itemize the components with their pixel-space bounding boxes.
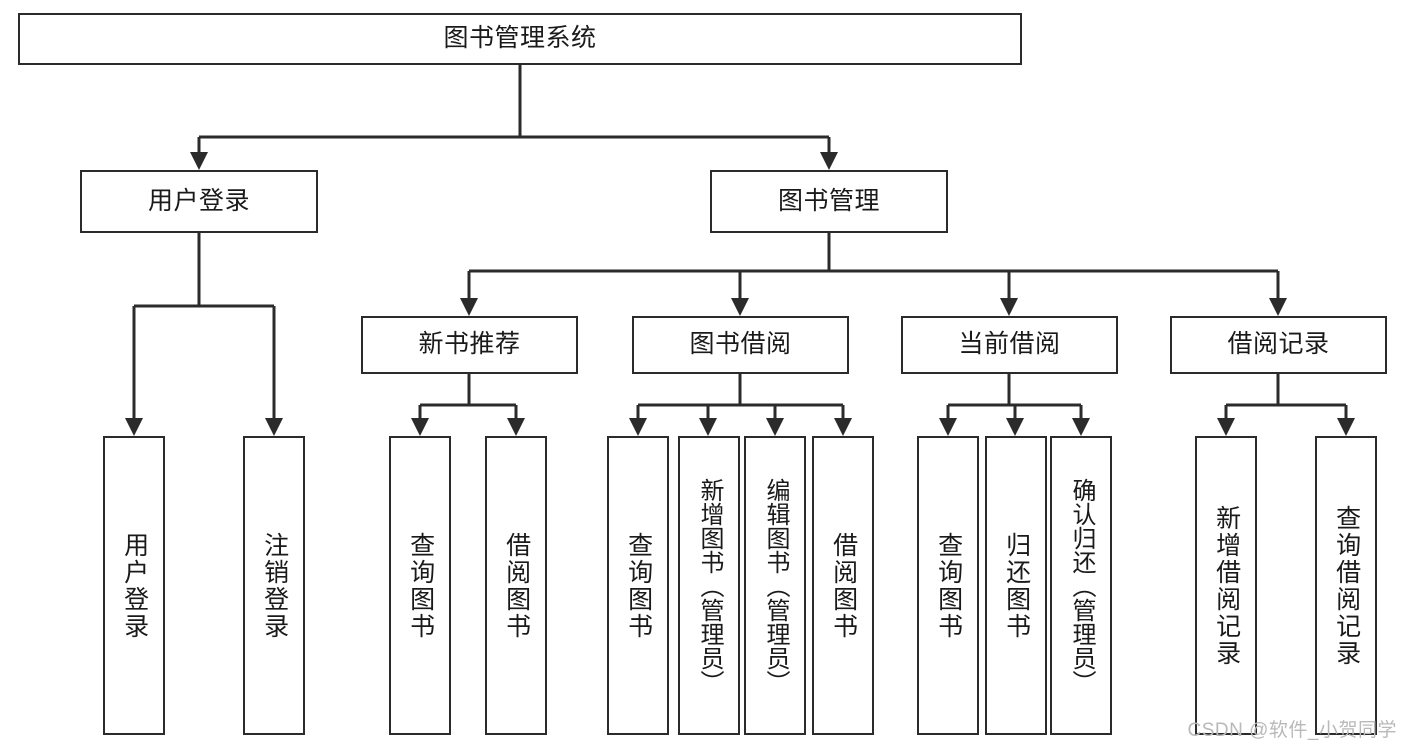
node-leaf-borrow-book[interactable]: 借阅图书 [812, 436, 874, 735]
node-leaf-edit-book-admin[interactable]: 编辑图书（管理员） [744, 436, 806, 735]
arrowhead-leaf-add-book [699, 418, 717, 436]
node-leaf-add-book-admin[interactable]: 新增图书（管理员） [678, 436, 740, 735]
arrowhead-leaf-query-record [1337, 418, 1355, 436]
node-label: 新书推荐 [418, 330, 521, 359]
node-leaf-query-book-current[interactable]: 查询图书 [917, 436, 979, 735]
node-label: 查询图书 [406, 531, 435, 640]
arrowhead-current-borrow [1000, 298, 1018, 316]
csdn-watermark: CSDN @软件_小贺同学 [1187, 720, 1397, 741]
node-label: 归还图书 [1002, 531, 1031, 640]
arrowhead-new-book-rec [460, 298, 478, 316]
node-leaf-query-borrow-record[interactable]: 查询借阅记录 [1315, 436, 1377, 735]
node-label: 新增图书（管理员） [696, 477, 723, 694]
node-root-system[interactable]: 图书管理系统 [18, 13, 1022, 65]
node-label: 用户登录 [120, 531, 149, 640]
node-label: 图书管理系统 [443, 24, 597, 53]
arrowhead-leaf-return-book [1006, 418, 1024, 436]
node-leaf-confirm-return-admin[interactable]: 确认归还（管理员） [1050, 436, 1112, 735]
arrowhead-leaf-add-record [1217, 418, 1235, 436]
node-leaf-user-logout[interactable]: 注销登录 [243, 436, 305, 735]
arrowhead-leaf-borrow-book-2 [834, 418, 852, 436]
node-label: 查询借阅记录 [1332, 504, 1361, 667]
node-leaf-borrow-book-recommend[interactable]: 借阅图书 [485, 436, 547, 735]
node-leaf-query-book-borrow[interactable]: 查询图书 [607, 436, 669, 735]
node-label: 图书管理 [777, 186, 880, 215]
node-label: 编辑图书（管理员） [762, 477, 789, 694]
node-label: 借阅图书 [502, 531, 531, 640]
arrowhead-leaf-user-login [125, 418, 143, 436]
node-label: 新增借阅记录 [1212, 504, 1241, 667]
arrowhead-leaf-query-book-2 [629, 418, 647, 436]
node-label: 图书借阅 [689, 330, 792, 359]
node-label: 用户登录 [147, 186, 250, 215]
arrowhead-user-login [190, 152, 208, 170]
arrowhead-leaf-user-logout [265, 418, 283, 436]
arrowhead-leaf-query-book-3 [939, 418, 957, 436]
arrowhead-leaf-query-book-1 [411, 418, 429, 436]
node-label: 当前借阅 [958, 330, 1061, 359]
node-current-borrow[interactable]: 当前借阅 [901, 316, 1118, 374]
node-book-manage[interactable]: 图书管理 [710, 170, 948, 233]
node-label: 注销登录 [260, 531, 289, 640]
node-leaf-user-login[interactable]: 用户登录 [103, 436, 165, 735]
node-label: 确认归还（管理员） [1068, 477, 1095, 694]
arrowhead-book-borrow [731, 298, 749, 316]
node-leaf-query-book-recommend[interactable]: 查询图书 [389, 436, 451, 735]
node-leaf-add-borrow-record[interactable]: 新增借阅记录 [1195, 436, 1257, 735]
arrowhead-book-manage [820, 152, 838, 170]
node-leaf-return-book[interactable]: 归还图书 [985, 436, 1047, 735]
node-label: 查询图书 [934, 531, 963, 640]
node-label: 查询图书 [624, 531, 653, 640]
node-label: 借阅图书 [829, 531, 858, 640]
node-book-borrow[interactable]: 图书借阅 [632, 316, 849, 374]
node-new-book-recommend[interactable]: 新书推荐 [361, 316, 578, 374]
node-label: 借阅记录 [1227, 330, 1330, 359]
node-user-login[interactable]: 用户登录 [80, 170, 318, 233]
arrowhead-borrow-record [1269, 298, 1287, 316]
arrowhead-leaf-confirm-return [1072, 418, 1090, 436]
arrowhead-leaf-edit-book [766, 418, 784, 436]
node-borrow-record[interactable]: 借阅记录 [1170, 316, 1387, 374]
arrowhead-leaf-borrow-book-1 [507, 418, 525, 436]
